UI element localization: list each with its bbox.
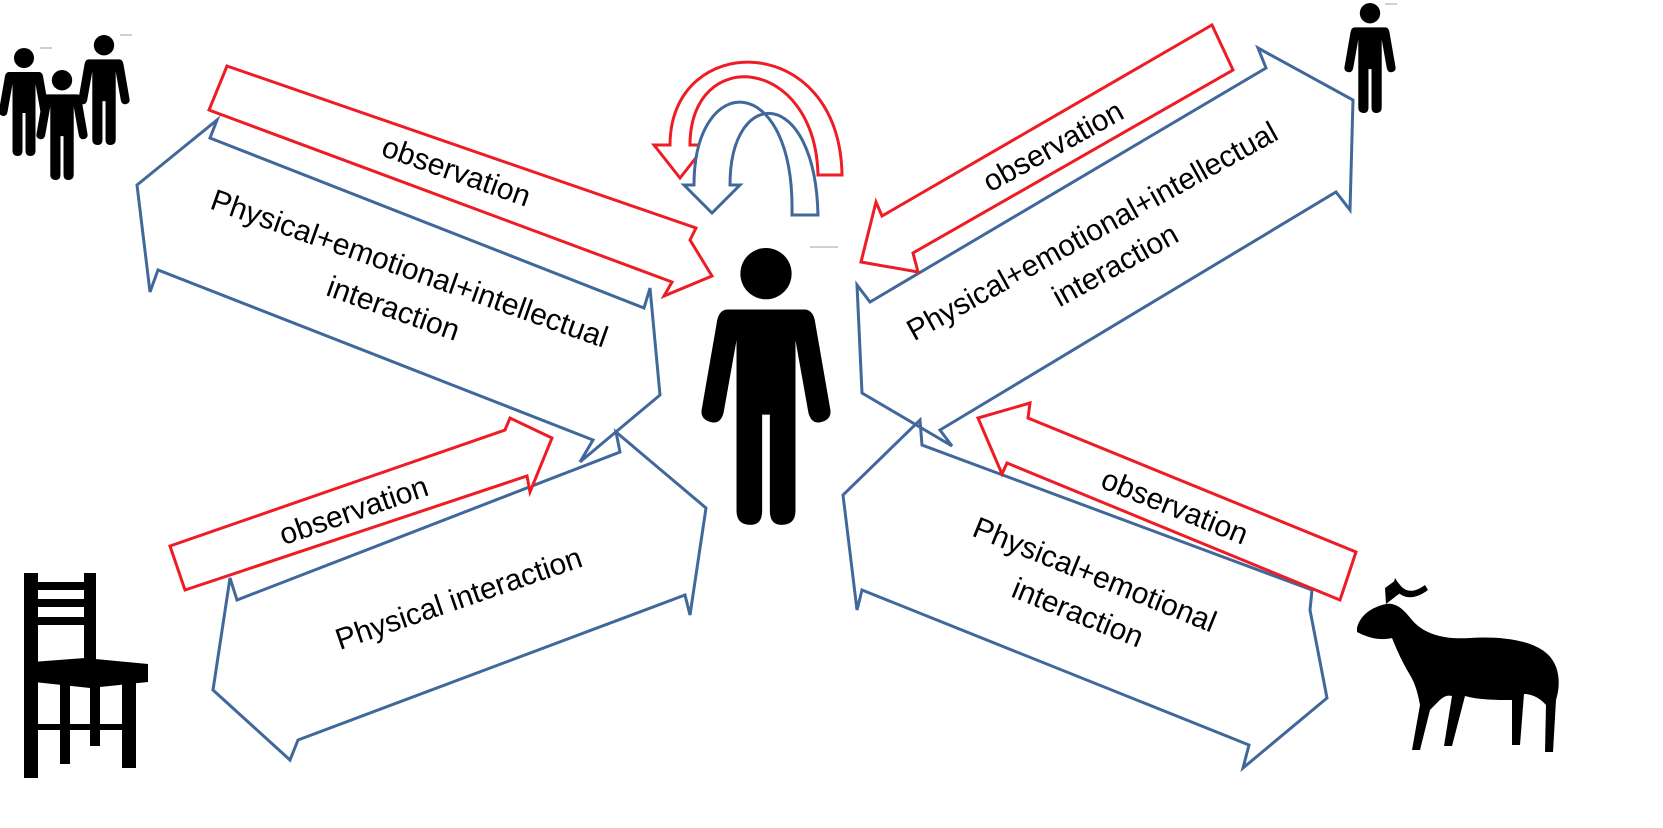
- self-interaction-curved-arrow: [680, 100, 820, 217]
- center-person-icon: [701, 248, 831, 525]
- top-left-interaction-arrow: [135, 115, 662, 464]
- top-left-observation-arrow: [207, 64, 715, 300]
- bottom-right-interaction-arrow: [841, 416, 1329, 773]
- group-dash-1: [40, 47, 52, 49]
- top-right-observation-arrow: [859, 22, 1235, 274]
- single-person-icon: [1344, 3, 1396, 113]
- single-person-dash: [1385, 3, 1397, 5]
- bottom-left-observation-arrow: [168, 415, 554, 592]
- chair-icon: [24, 573, 148, 778]
- bottom-left-interaction-label: Physical interaction: [331, 541, 586, 656]
- group-dash-2: [120, 34, 132, 36]
- center-dash: [810, 246, 838, 248]
- antelope-icon: [1357, 578, 1559, 752]
- bottom-right-observation-arrow: [975, 400, 1358, 602]
- top-right-interaction-arrow: [855, 44, 1355, 448]
- group-of-people-icon: [0, 35, 130, 180]
- bottom-left-interaction-arrow: [211, 428, 708, 763]
